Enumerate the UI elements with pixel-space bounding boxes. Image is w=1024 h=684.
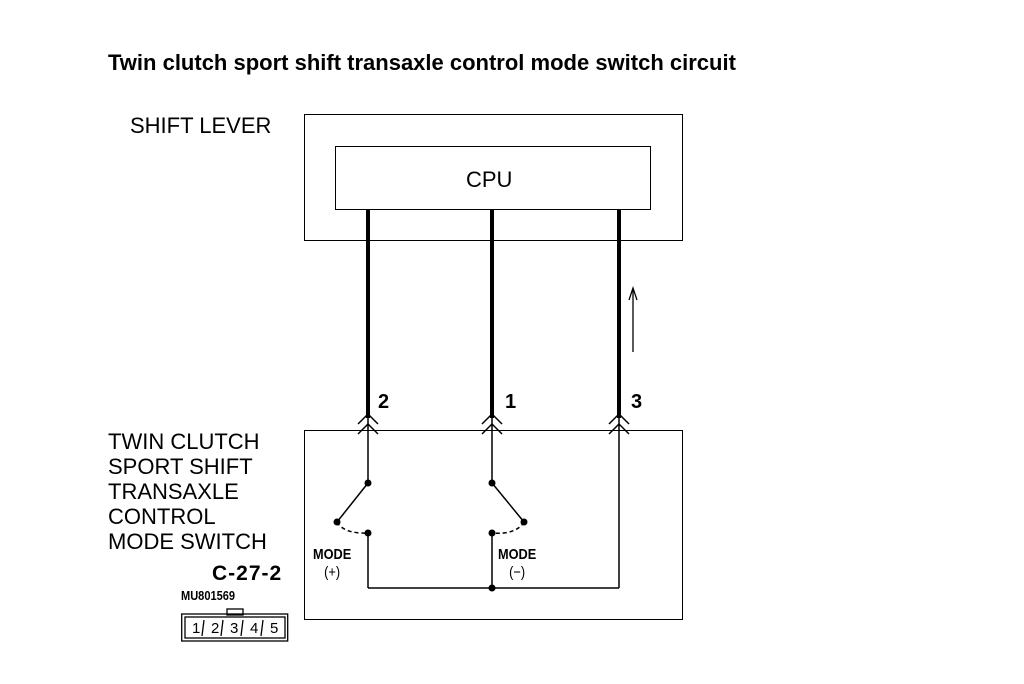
shift-lever-label: SHIFT LEVER — [130, 113, 272, 138]
connector-chevron-pin-2 — [357, 412, 379, 425]
connector-chevron-pin-3 — [608, 412, 630, 425]
switch-mode-plus-arm — [336, 482, 369, 523]
junction-dot — [488, 584, 496, 592]
connector-chevron-pin-1 — [481, 412, 503, 425]
pin-number-3: 3 — [631, 391, 643, 413]
mode-minus-label: MODE (−) — [498, 546, 537, 581]
connector-terminal-4: 4 — [250, 620, 259, 637]
connector-face-diagram: 1 2 3 4 5 — [181, 608, 289, 642]
connector-terminal-5: 5 — [270, 620, 279, 637]
connector-terminal-1: 1 — [192, 620, 201, 637]
connector-terminal-2: 2 — [211, 620, 220, 637]
connector-terminal-3: 3 — [230, 620, 239, 637]
mode-switch-box — [304, 430, 683, 620]
cpu-label: CPU — [466, 167, 513, 192]
switch-label-line-1: TWIN CLUTCH — [108, 429, 260, 454]
connector-id: C-27-2 — [212, 562, 283, 585]
cpu-box — [335, 146, 651, 210]
switch-mode-minus-arm — [491, 482, 525, 523]
switch-label-line-2: SPORT SHIFT — [108, 454, 253, 479]
mode-plus-label: MODE (+) — [313, 546, 352, 581]
switch-label-line-3: TRANSAXLE — [108, 479, 239, 504]
pin-number-1: 1 — [505, 391, 517, 413]
diagram-title: Twin clutch sport shift transaxle contro… — [108, 50, 736, 75]
switch-label-line-5: MODE SWITCH — [108, 529, 267, 554]
connector-part-number: MU801569 — [181, 588, 236, 603]
pin-number-2: 2 — [378, 391, 390, 413]
switch-label-line-4: CONTROL — [108, 504, 216, 529]
